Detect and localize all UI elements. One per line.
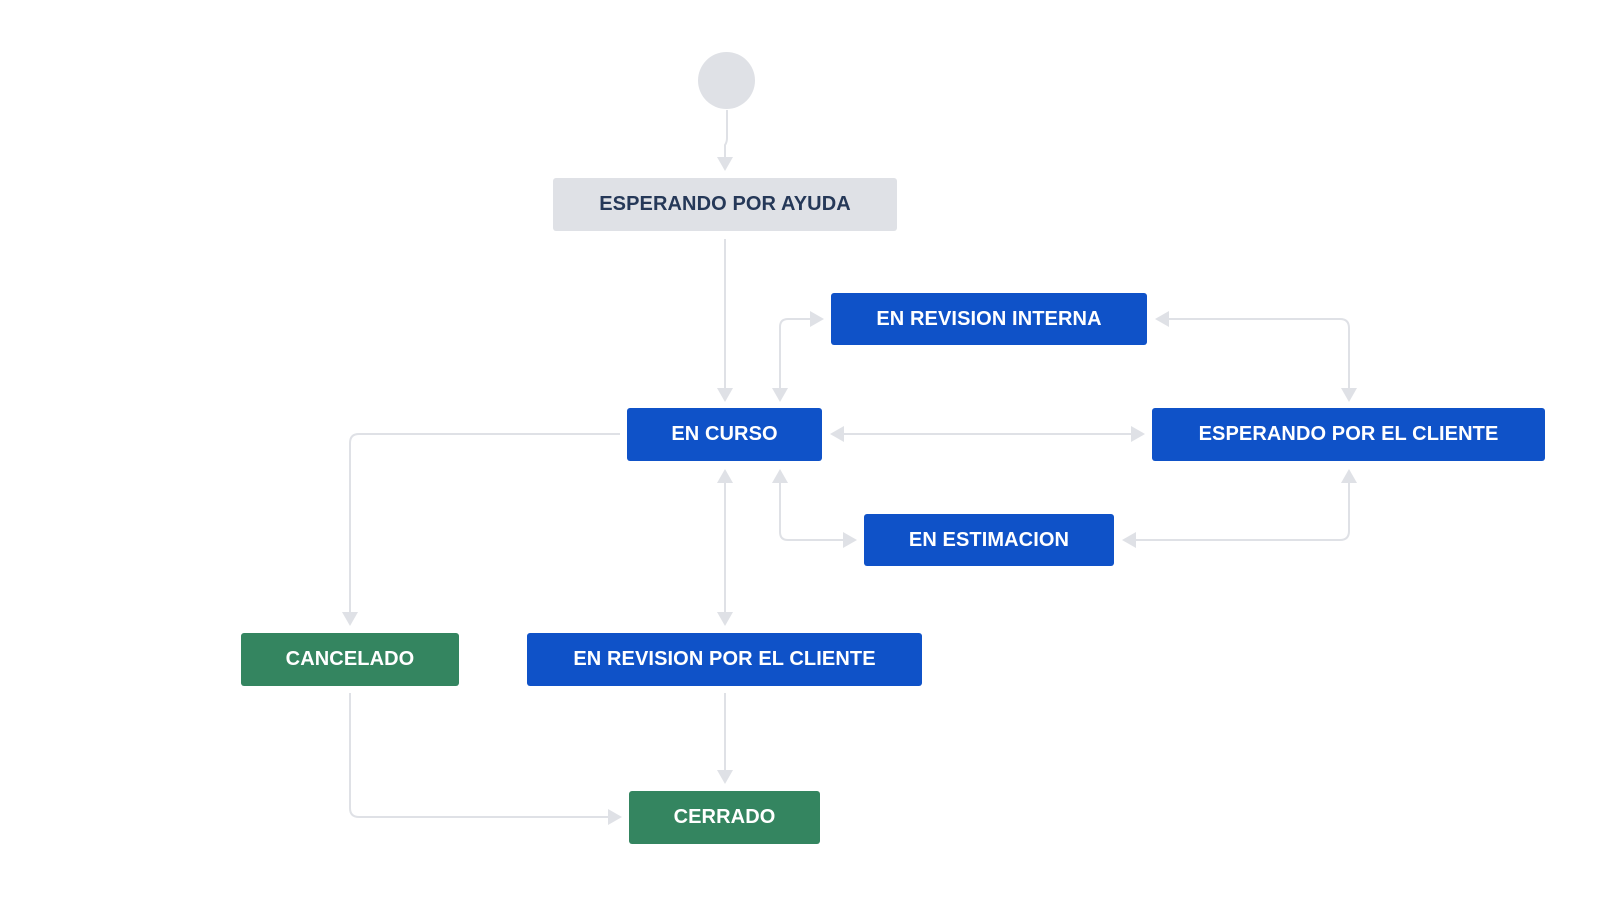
arrowhead-up-icon	[1341, 469, 1357, 483]
arrowhead-up-icon	[717, 469, 733, 483]
transition-en-curso-to-cancelado[interactable]	[349, 433, 620, 613]
transition-en-curso-en-revision-interna[interactable]	[779, 318, 811, 389]
status-en-revision-interna[interactable]: EN REVISION INTERNA	[831, 293, 1147, 345]
arrowhead-down-icon	[717, 157, 733, 171]
status-en-estimacion[interactable]: EN ESTIMACION	[864, 514, 1114, 566]
status-en-curso[interactable]: EN CURSO	[627, 408, 822, 461]
arrowhead-down-icon	[1341, 388, 1357, 402]
status-esperando-por-ayuda[interactable]: ESPERANDO POR AYUDA	[553, 178, 897, 231]
status-en-revision-por-el-cliente[interactable]: EN REVISION POR EL CLIENTE	[527, 633, 922, 686]
arrowhead-right-icon	[810, 311, 824, 327]
arrowhead-down-icon	[717, 388, 733, 402]
status-esperando-por-el-cliente[interactable]: ESPERANDO POR EL CLIENTE	[1152, 408, 1545, 461]
arrowhead-left-icon	[1122, 532, 1136, 548]
arrowhead-right-icon	[608, 809, 622, 825]
transition-en-revision-interna-esperando-cliente[interactable]	[1168, 318, 1350, 389]
arrowhead-down-icon	[717, 770, 733, 784]
arrowhead-down-icon	[342, 612, 358, 626]
status-cancelado[interactable]: CANCELADO	[241, 633, 459, 686]
workflow-start-node[interactable]	[698, 52, 755, 109]
arrowhead-up-icon	[772, 469, 788, 483]
arrowhead-left-icon	[1155, 311, 1169, 327]
transition-cancelado-to-cerrado[interactable]	[349, 693, 609, 818]
transition-start-to-esperando-ayuda[interactable]	[724, 110, 728, 158]
transition-en-curso-en-estimacion[interactable]	[779, 482, 844, 541]
status-cerrado[interactable]: CERRADO	[629, 791, 820, 844]
arrowhead-left-icon	[830, 426, 844, 442]
transition-en-estimacion-esperando-cliente[interactable]	[1135, 482, 1350, 541]
arrowhead-up-icon	[772, 388, 788, 402]
arrowhead-down-icon	[717, 612, 733, 626]
arrowhead-right-icon	[1131, 426, 1145, 442]
arrowhead-right-icon	[843, 532, 857, 548]
